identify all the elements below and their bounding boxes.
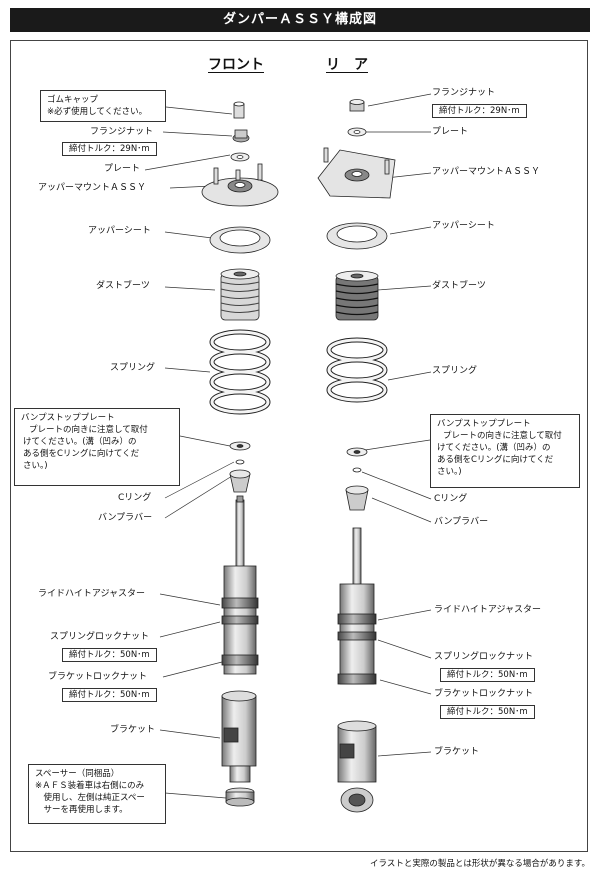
front-spacer-title: スペーサー（同梱品） [35,769,120,779]
front-bracket-label: ブラケット [110,725,156,735]
front-bump-stop-note-2: けてください。(溝（凹み）の [23,437,137,447]
rear-spring-lock-nut-torque: 締付トルク：50N･m [440,668,535,682]
front-spring-lock-nut-torque: 締付トルク：50N･m [62,648,157,662]
rear-bump-stop-note-4: さい。) [437,467,462,477]
front-c-ring-label: Cリング [118,493,152,503]
front-spacer-note-1: ※ＡＦＳ装着車は右側にのみ [35,781,145,791]
front-flange-nut-label: フランジナット [90,127,154,137]
front-rubber-cap-callout: ゴムキャップ ※必ず使用してください。 [40,90,166,122]
front-spring-label: スプリング [110,363,156,373]
diagram-header: ダンパーＡＳＳＹ構成図 [10,8,590,32]
front-bracket-lock-nut-label: ブラケットロックナット [48,672,148,682]
rear-spring-label: スプリング [432,366,478,376]
front-spacer-note-2: 使用し、左側は純正スペー [35,793,145,803]
rear-bump-stop-title: バンプストッププレート [437,419,531,429]
front-plate-label: プレート [104,164,141,174]
front-bump-stop-note-4: さい。) [23,461,48,471]
rear-bump-stop-note-3: ある側をCリングに向けてくだ [437,455,554,465]
front-bump-stop-note-3: ある側をCリングに向けてくだ [23,449,140,459]
front-upper-mount-label: アッパーマウントＡＳＳＹ [38,183,147,193]
rear-bracket-lock-nut-torque: 締付トルク：50N･m [440,705,535,719]
rear-bump-stop-callout: バンプストッププレート プレートの向きに注意して取付 けてください。(溝（凹み）… [430,414,580,488]
rear-c-ring-label: Cリング [434,494,468,504]
rear-column-title: リ ア [326,57,368,73]
rear-upper-mount-label: アッパーマウントＡＳＳＹ [432,167,541,177]
rear-dust-boots-label: ダストブーツ [432,281,486,291]
front-bump-stop-callout: バンプストッププレート プレートの向きに注意して取付 けてください。(溝（凹み）… [14,408,180,486]
front-spacer-note-3: サーを再使用します。 [35,805,128,815]
front-spring-lock-nut-label: スプリングロックナット [50,632,150,642]
rear-spring-lock-nut-label: スプリングロックナット [434,652,534,662]
rear-bracket-lock-nut-label: ブラケットロックナット [434,689,534,699]
rear-bump-stop-note-2: けてください。(溝（凹み）の [437,443,551,453]
rear-bump-stop-note-1: プレートの向きに注意して取付 [443,431,562,441]
rear-bracket-label: ブラケット [434,747,480,757]
diagram-frame [10,40,588,852]
footnote: イラストと実際の製品とは形状が異なる場合があります。 [370,859,590,869]
front-upper-seat-label: アッパーシート [88,226,151,236]
front-ride-height-adjuster-label: ライドハイトアジャスター [38,589,146,599]
front-dust-boots-label: ダストブーツ [96,281,150,291]
rear-upper-seat-label: アッパーシート [432,221,495,231]
rear-ride-height-adjuster-label: ライドハイトアジャスター [434,605,542,615]
rear-bump-rubber-label: バンプラバー [434,517,489,527]
front-rubber-cap-label: ゴムキャップ [47,95,99,105]
rear-flange-nut-torque: 締付トルク：29N･m [432,104,527,118]
front-rubber-cap-note: ※必ず使用してください。 [47,107,148,117]
front-bracket-lock-nut-torque: 締付トルク：50N･m [62,688,157,702]
front-bump-stop-note-1: プレートの向きに注意して取付 [29,425,148,435]
rear-flange-nut-label: フランジナット [432,88,496,98]
front-column-title: フロント [208,57,264,73]
rear-plate-label: プレート [432,127,469,137]
front-spacer-callout: スペーサー（同梱品） ※ＡＦＳ装着車は右側にのみ 使用し、左側は純正スペー サー… [28,764,166,824]
front-bump-stop-title: バンプストッププレート [21,413,115,423]
front-bump-rubber-label: バンプラバー [98,513,153,523]
front-flange-nut-torque: 締付トルク：29N･m [62,142,157,156]
